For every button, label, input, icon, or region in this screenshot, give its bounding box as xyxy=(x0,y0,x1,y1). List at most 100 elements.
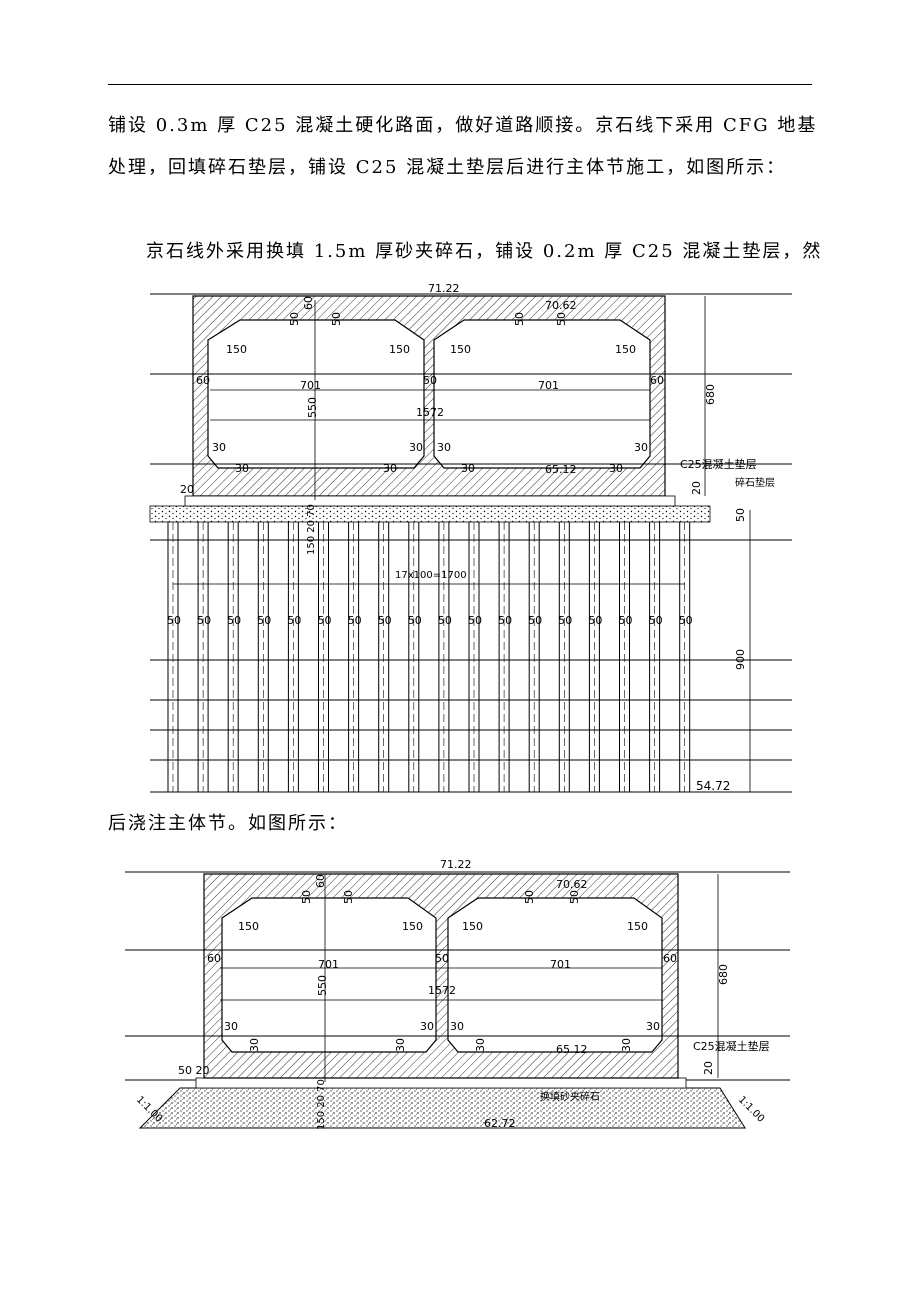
dim-base-side-2: 50 20 xyxy=(178,1064,210,1077)
dim-height: 680 xyxy=(704,384,717,405)
reference-lines xyxy=(150,293,792,793)
dim-corner-5: 30 xyxy=(235,462,249,475)
label-concrete-2: C25混凝土垫层 xyxy=(693,1039,770,1053)
elev-slab-label: 70.62 xyxy=(545,299,577,312)
pile-diameter-label: 50 xyxy=(318,614,332,627)
pile-diameter-label: 50 xyxy=(619,614,633,627)
dim-top-slab-2: 60 xyxy=(314,874,327,888)
dim-total-width: 1572 xyxy=(416,406,444,419)
dim-haunch-4: 150 xyxy=(615,343,636,356)
elev-floor-label: 65.12 xyxy=(545,463,577,476)
dim-haunch-1: 150 xyxy=(226,343,247,356)
dim-span-1: 701 xyxy=(300,379,321,392)
dim-corner-2-3: 30 xyxy=(450,1020,464,1033)
pile-diameter-label: 50 xyxy=(227,614,241,627)
dim-pile-length: 900 xyxy=(734,649,747,670)
dim-corner-3: 30 xyxy=(437,441,451,454)
elev-top-label-2: 71.22 xyxy=(440,858,472,871)
sand-gravel-fill xyxy=(138,1087,746,1129)
dim-wall-right-2: 60 xyxy=(663,952,677,965)
pile-diameter-label: 50 xyxy=(588,614,602,627)
pile-diameter-label: 50 xyxy=(679,614,693,627)
elev-floor-label-2: 65.12 xyxy=(556,1043,588,1056)
pile-diameter-label: 50 xyxy=(438,614,452,627)
pile-diameter-label: 50 xyxy=(649,614,663,627)
pile-diameter-label: 50 xyxy=(558,614,572,627)
dim-span-2-2: 701 xyxy=(550,958,571,971)
dim-base-stack: 150 20 70 xyxy=(306,504,317,555)
dim-wall-left-2: 60 xyxy=(207,952,221,965)
dim-haunch-v-4: 50 xyxy=(555,312,568,326)
dim-haunch-2: 150 xyxy=(389,343,410,356)
dim-corner-7: 30 xyxy=(461,462,475,475)
dim-haunch-v-2: 50 xyxy=(330,312,343,326)
dim-haunch-v-1: 50 xyxy=(288,312,301,326)
dim-inner-height: 550 xyxy=(306,397,319,418)
dim-corner-2-8: 30 xyxy=(620,1038,633,1052)
paragraph-line-2: 处理，回填碎石垫层，铺设 C25 混凝土垫层后进行主体节施工，如图所示： xyxy=(108,157,787,178)
elev-slab-label-2: 70.62 xyxy=(556,878,588,891)
dim-base-stack-2: 150 20 70 xyxy=(316,1079,327,1130)
dim-wall-left: 60 xyxy=(196,374,210,387)
dim-corner-1: 30 xyxy=(212,441,226,454)
pile-diameter-label: 50 xyxy=(257,614,271,627)
dim-haunch-2-1: 150 xyxy=(238,920,259,933)
dim-span-2-1: 701 xyxy=(318,958,339,971)
dim-corner-2-4: 30 xyxy=(646,1020,660,1033)
dim-gravel: 50 xyxy=(734,508,747,522)
pile-diameter-label: 50 xyxy=(197,614,211,627)
dim-corner-4: 30 xyxy=(634,441,648,454)
concrete-cushion-2 xyxy=(195,1077,687,1089)
concrete-cushion xyxy=(184,495,676,507)
pile-diameter-label: 50 xyxy=(408,614,422,627)
dim-corner-2-2: 30 xyxy=(420,1020,434,1033)
elev-bottom-label-2: 62.72 xyxy=(484,1117,516,1130)
elev-top-label: 71.22 xyxy=(428,282,460,295)
dim-corner-2-6: 30 xyxy=(394,1038,407,1052)
label-fill: 换填砂夹碎石 xyxy=(540,1090,600,1103)
paragraph-line-3: 京石线外采用换填 1.5m 厚砂夹碎石，铺设 0.2m 厚 C25 混凝土垫层，… xyxy=(146,241,823,262)
dim-haunch-v-2-4: 50 xyxy=(568,890,581,904)
dim-corner-2-1: 30 xyxy=(224,1020,238,1033)
label-gravel: 碎石垫层 xyxy=(735,476,775,489)
pile-diameter-label: 50 xyxy=(378,614,392,627)
gravel-layer xyxy=(149,505,711,523)
pile-diameter-label: 50 xyxy=(468,614,482,627)
dim-mid-wall-2: 50 xyxy=(435,952,449,965)
cfg-piles xyxy=(167,522,691,792)
paragraph-line-1: 铺设 0.3m 厚 C25 混凝土硬化路面，做好道路顺接。京石线下采用 CFG … xyxy=(108,115,818,136)
dim-pile-spacing: 17x100=1700 xyxy=(395,570,467,581)
dim-top-slab: 60 xyxy=(302,296,315,310)
elev-pile-label: 54.72 xyxy=(696,779,730,793)
dim-corner-2: 30 xyxy=(409,441,423,454)
dim-haunch-3: 150 xyxy=(450,343,471,356)
drawing-replacement-fill: 71.22 70.62 65.12 62.72 150 150 150 150 … xyxy=(125,858,790,1130)
dim-haunch-2-2: 150 xyxy=(402,920,423,933)
dim-corner-8: 30 xyxy=(609,462,623,475)
dim-base-side: 20 xyxy=(180,483,194,496)
paragraph-line-4: 后浇注主体节。如图所示： xyxy=(108,813,348,834)
dim-cushion: 20 xyxy=(690,481,703,495)
box-culvert xyxy=(192,295,666,497)
pile-diameter-label: 50 xyxy=(167,614,181,627)
header-rule xyxy=(108,84,812,85)
dim-haunch-v-2-1: 50 xyxy=(300,890,313,904)
dim-haunch-v-2-3: 50 xyxy=(523,890,536,904)
dim-wall-right: 60 xyxy=(650,374,664,387)
dim-cushion-2: 20 xyxy=(702,1061,715,1075)
dim-mid-wall: 50 xyxy=(423,374,437,387)
drawing-cfg-foundation: 71.22 70.62 65.12 54.72 150 150 150 150 … xyxy=(149,282,792,793)
dim-corner-2-5: 30 xyxy=(248,1038,261,1052)
pile-diameter-label: 50 xyxy=(348,614,362,627)
pile-diameter-label: 50 xyxy=(287,614,301,627)
dim-haunch-2-4: 150 xyxy=(627,920,648,933)
dim-span-2: 701 xyxy=(538,379,559,392)
dim-total-width-2: 1572 xyxy=(428,984,456,997)
dim-inner-height-2: 550 xyxy=(316,975,329,996)
dim-haunch-v-3: 50 xyxy=(513,312,526,326)
dim-corner-6: 30 xyxy=(383,462,397,475)
label-concrete: C25混凝土垫层 xyxy=(680,457,757,471)
pile-diameter-label: 50 xyxy=(528,614,542,627)
dim-height-2: 680 xyxy=(717,964,730,985)
box-culvert-2 xyxy=(203,873,679,1079)
